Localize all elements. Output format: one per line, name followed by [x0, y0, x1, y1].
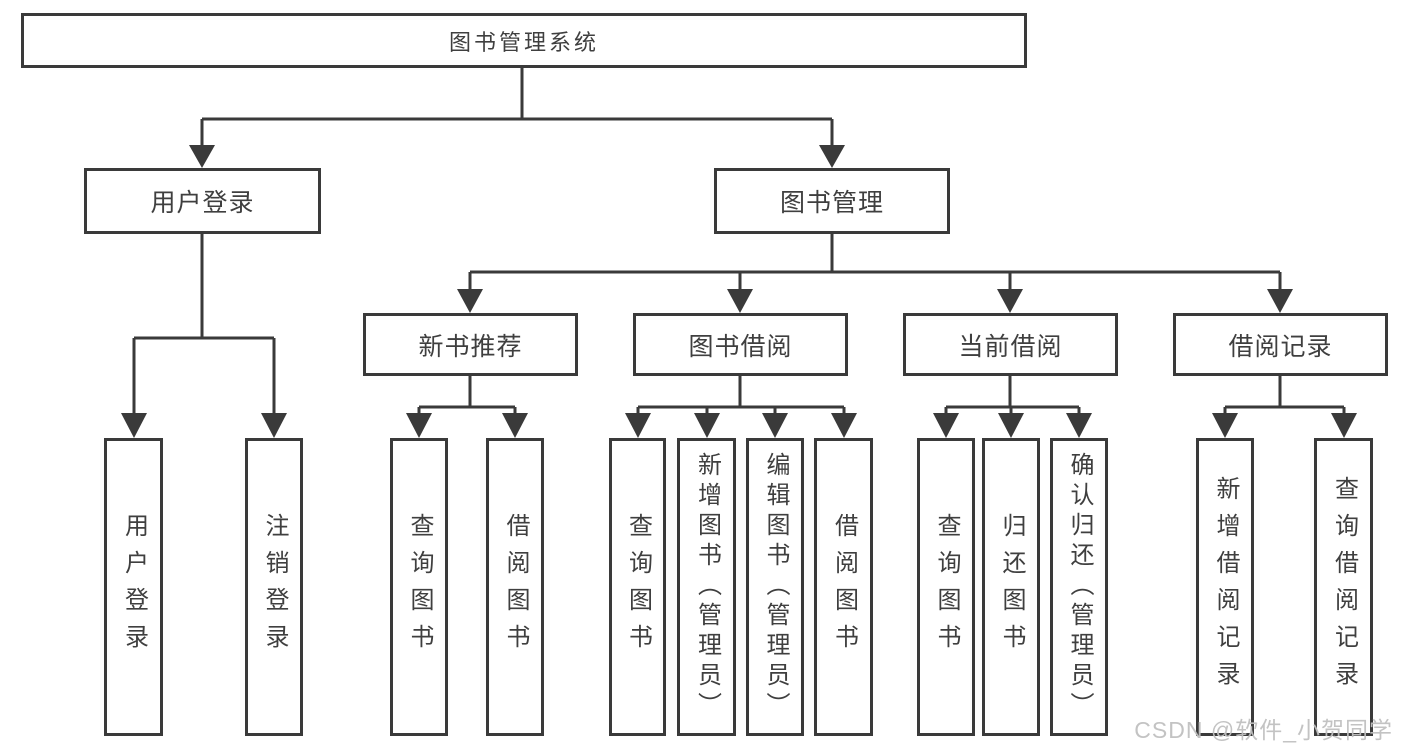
connector-root-to-level2 — [200, 67, 834, 147]
leaf-query-books-borrow: 查询图书 — [609, 438, 666, 736]
node-new-book-recommend-label: 新书推荐 — [418, 332, 523, 361]
leaf-return-book: 归还图书 — [982, 438, 1040, 736]
leaf-user-login: 用户登录 — [104, 438, 163, 736]
leaf-add-book-admin: 新增图书（管理员） — [677, 438, 736, 736]
leaf-borrow-books: 借阅图书 — [814, 438, 873, 736]
node-user-login: 用户登录 — [84, 168, 321, 234]
node-current-borrowing-label: 当前借阅 — [958, 332, 1063, 361]
node-current-borrowing: 当前借阅 — [903, 313, 1118, 376]
node-book-management: 图书管理 — [714, 168, 950, 234]
connector-level3-to-leaves — [417, 376, 1346, 415]
node-borrowing-records-label: 借阅记录 — [1228, 332, 1333, 361]
node-book-borrowing-label: 图书借阅 — [688, 332, 793, 361]
leaf-query-books-recommend: 查询图书 — [390, 438, 448, 736]
leaf-confirm-return-admin: 确认归还（管理员） — [1050, 438, 1108, 736]
leaf-borrow-books-recommend: 借阅图书 — [486, 438, 544, 736]
leaf-query-books-current: 查询图书 — [917, 438, 975, 736]
connector-bookmgmt-to-level3 — [468, 234, 1282, 291]
node-user-login-label: 用户登录 — [150, 189, 255, 217]
leaf-add-borrow-record: 新增借阅记录 — [1196, 438, 1254, 736]
leaf-logout: 注销登录 — [245, 438, 303, 736]
node-library-system-label: 图书管理系统 — [448, 29, 599, 55]
node-book-management-label: 图书管理 — [779, 189, 884, 217]
leaf-query-borrow-record: 查询借阅记录 — [1314, 438, 1373, 736]
node-book-borrowing: 图书借阅 — [633, 313, 848, 376]
arrowheads — [121, 145, 1357, 438]
connector-userlogin-to-leaves — [132, 234, 276, 415]
csdn-watermark: CSDN @软件_小贺同学 — [1134, 717, 1393, 743]
node-new-book-recommend: 新书推荐 — [363, 313, 578, 376]
leaf-edit-book-admin: 编辑图书（管理员） — [746, 438, 804, 736]
node-library-system: 图书管理系统 — [21, 13, 1027, 68]
node-borrowing-records: 借阅记录 — [1173, 313, 1388, 376]
